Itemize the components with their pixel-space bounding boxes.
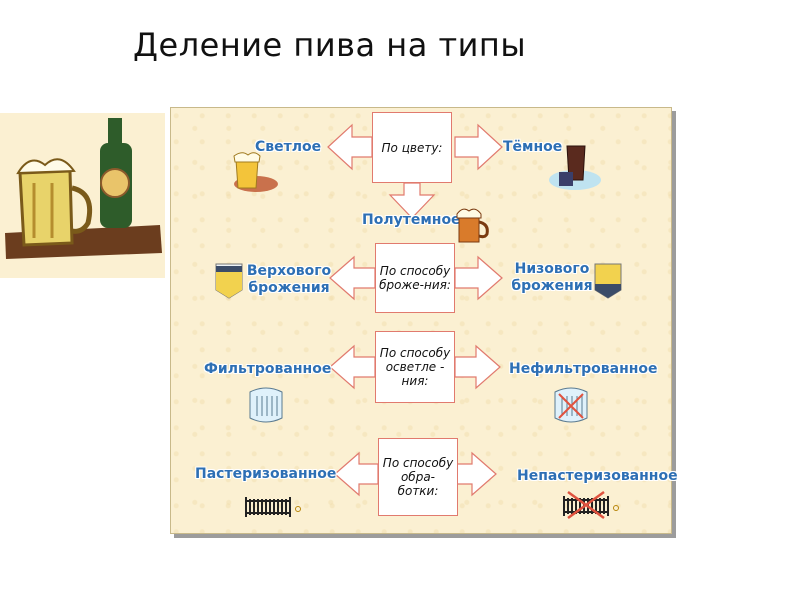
radiator-icon — [245, 497, 301, 517]
crossed-radiator-icon — [563, 490, 619, 520]
label-top-fermentation: Верхового брожения — [246, 263, 332, 296]
unfiltered-tank-icon — [554, 387, 588, 423]
label-filtered: Фильтрованное — [204, 361, 332, 377]
criterion-processing-box: По способу обра-ботки: — [378, 438, 458, 516]
arrow-right — [454, 255, 503, 301]
label-half-dark: Полутемное — [362, 212, 461, 228]
top-fermentation-icon — [215, 263, 243, 299]
arrow-right — [454, 451, 497, 497]
criterion-fermentation-box: По способу броже-ния: — [375, 243, 455, 313]
label-unpasteurized: Непастеризованное — [517, 468, 678, 484]
arrow-down — [388, 182, 436, 219]
arrow-left — [327, 123, 373, 171]
criterion-color-box: По цвету: — [372, 112, 452, 183]
label-light: Светлое — [255, 139, 322, 155]
filter-tank-icon — [249, 387, 283, 423]
label-unfiltered: Нефильтрованное — [509, 361, 658, 377]
criterion-clarification-box: По способу осветле - ния: — [375, 331, 455, 403]
slide-title: Деление пива на типы — [133, 26, 527, 64]
bottom-fermentation-icon — [594, 263, 622, 299]
arrow-left — [329, 344, 376, 390]
arrow-right — [454, 344, 501, 390]
arrow-right — [454, 123, 503, 171]
dark-beer-glass-icon — [549, 145, 601, 190]
label-dark: Тёмное — [503, 139, 563, 155]
arrow-left — [329, 255, 376, 301]
beer-mugs-clipart — [0, 113, 165, 278]
arrow-left — [334, 451, 379, 497]
label-pasteurized: Пастеризованное — [195, 466, 337, 482]
light-beer-glass-icon — [233, 152, 278, 192]
half-dark-beer-mug-icon — [456, 208, 489, 243]
label-bottom-fermentation: Низового брожения — [511, 261, 593, 294]
